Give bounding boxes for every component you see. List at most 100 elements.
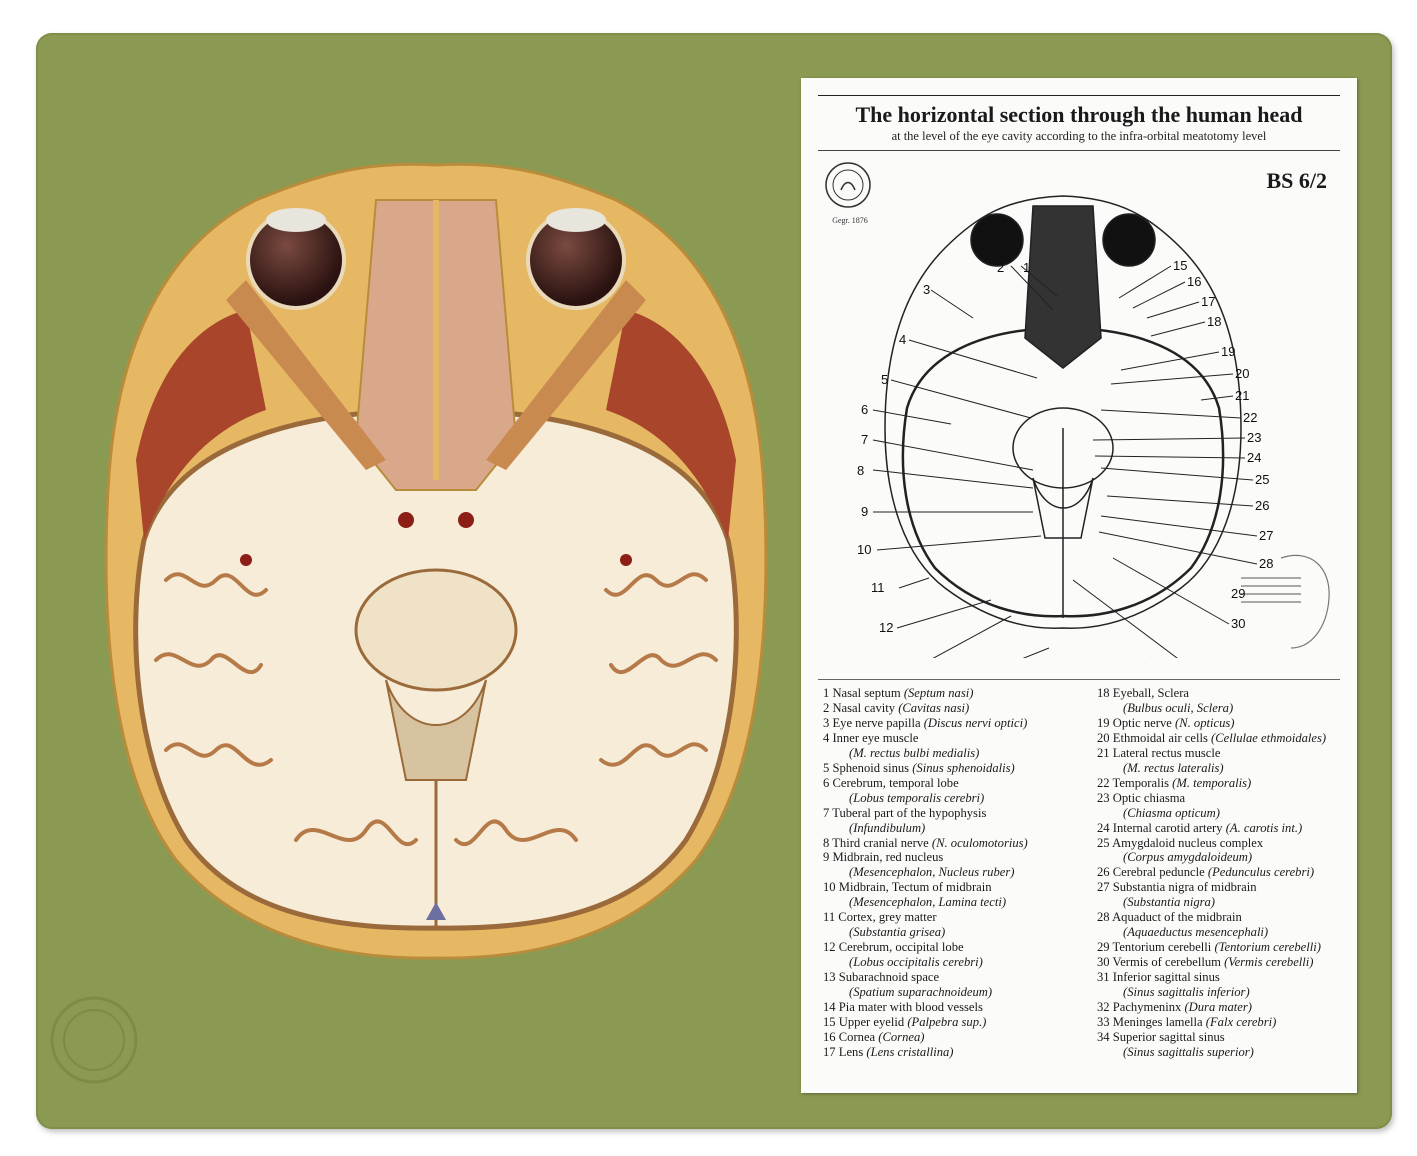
diagram-label: 27: [1259, 528, 1273, 543]
legend-entry: 28 Aquaduct of the midbrain(Aquaeductus …: [1097, 910, 1326, 940]
legend-name: Meninges lamella: [1112, 1014, 1203, 1029]
legend-name: Cerebral peduncle: [1112, 865, 1205, 880]
diagram-label: 7: [861, 432, 868, 447]
diagram-label: 10: [857, 542, 871, 557]
legend-entry: 13 Subarachnoid space(Spatium suparachno…: [823, 970, 1028, 1000]
legend-name: Tuberal part of the hypophysis: [832, 805, 987, 820]
legend-latin: (Lobus temporalis cerebri): [849, 790, 985, 805]
legend-latin: (Lens cristallina): [866, 1044, 954, 1059]
legend-number: 4: [823, 730, 830, 745]
legend-number: 29: [1097, 940, 1110, 955]
board-seal-icon: [50, 996, 138, 1084]
diagram-label: 30: [1231, 616, 1245, 631]
divider: [818, 95, 1340, 96]
legend-entry: 12 Cerebrum, occipital lobe(Lobus occipi…: [823, 940, 1028, 970]
legend-number: 11: [823, 910, 836, 925]
legend-entry: 6 Cerebrum, temporal lobe(Lobus temporal…: [823, 776, 1028, 806]
legend-number: 32: [1097, 1000, 1110, 1015]
legend-latin: (Palpebra sup.): [907, 1014, 987, 1029]
diagram-label: 4: [899, 332, 906, 347]
legend-number: 23: [1097, 790, 1110, 805]
legend-name: Pachymeninx: [1112, 1000, 1182, 1015]
legend-name: Subarachnoid space: [838, 970, 940, 985]
diagram-label: 29: [1231, 586, 1245, 601]
legend-entry: 15 Upper eyelid (Palpebra sup.): [823, 1015, 1028, 1030]
legend-entry: 33 Meninges lamella (Falx cerebri): [1097, 1015, 1326, 1030]
legend-number: 7: [823, 805, 830, 820]
legend-number: 18: [1097, 686, 1110, 700]
legend-number: 12: [823, 940, 836, 955]
legend-name: Sphenoid sinus: [832, 760, 910, 775]
diagram-label: 17: [1201, 294, 1215, 309]
legend-name: Upper eyelid: [838, 1014, 905, 1029]
diagram-label: 15: [1173, 258, 1187, 273]
legend-latin: (Tentorium cerebelli): [1214, 940, 1321, 955]
legend-entry: 24 Internal carotid artery (A. carotis i…: [1097, 821, 1326, 836]
legend-latin: (Mesencephalon, Lamina tecti): [849, 895, 1007, 910]
legend-name: Midbrain, red nucleus: [832, 850, 944, 865]
legend-entry: 3 Eye nerve papilla (Discus nervi optici…: [823, 716, 1028, 731]
legend-number: 1: [823, 686, 830, 700]
legend-name: Cerebrum, occipital lobe: [838, 940, 964, 955]
legend-card: The horizontal section through the human…: [801, 78, 1357, 1093]
legend-number: 26: [1097, 865, 1110, 880]
legend-entry: 10 Midbrain, Tectum of midbrain(Mesencep…: [823, 880, 1028, 910]
legend-name: Cortex, grey matter: [838, 910, 937, 925]
legend-latin: (N. oculomotorius): [931, 835, 1028, 850]
legend-number: 15: [823, 1014, 836, 1029]
legend-name: Third cranial nerve: [832, 835, 929, 850]
legend-entry: 23 Optic chiasma(Chiasma opticum): [1097, 791, 1326, 821]
diagram-label: 19: [1221, 344, 1235, 359]
legend-number: 22: [1097, 775, 1110, 790]
diagram-label: 6: [861, 402, 868, 417]
legend-name: Superior sagittal sinus: [1112, 1029, 1225, 1044]
legend-number: 19: [1097, 715, 1110, 730]
brain-section-model: [104, 162, 768, 960]
legend-name: Eyeball, Sclera: [1112, 686, 1189, 700]
legend-number: 5: [823, 760, 830, 775]
legend-latin: (Sinus sagittalis inferior): [1123, 985, 1250, 1000]
legend-latin: (Substantia grisea): [849, 925, 946, 940]
legend-name: Lens: [838, 1044, 864, 1059]
legend-entry: 27 Substantia nigra of midbrain(Substant…: [1097, 880, 1326, 910]
divider: [818, 150, 1340, 151]
model-code: BS 6/2: [1266, 168, 1327, 193]
legend-name: Ethmoidal air cells: [1112, 730, 1208, 745]
legend-latin: (M. rectus bulbi medialis): [849, 745, 980, 760]
legend-number: 33: [1097, 1014, 1110, 1029]
card-title: The horizontal section through the human…: [855, 102, 1303, 127]
legend-name: Vermis of cerebellum: [1112, 955, 1221, 970]
legend-entry: 31 Inferior sagittal sinus(Sinus sagitta…: [1097, 970, 1326, 1000]
diagram-label: 21: [1235, 388, 1249, 403]
legend-name: Aquaduct of the midbrain: [1112, 910, 1242, 925]
legend-latin: (Dura mater): [1184, 1000, 1252, 1015]
legend-entry: 1 Nasal septum (Septum nasi): [823, 686, 1028, 701]
legend-entry: 5 Sphenoid sinus (Sinus sphenoidalis): [823, 761, 1028, 776]
legend-number: 2: [823, 700, 830, 715]
legend-latin: (Substantia nigra): [1123, 895, 1216, 910]
legend-name: Midbrain, Tectum of midbrain: [838, 880, 992, 895]
diagram-label: 23: [1247, 430, 1261, 445]
legend-entry: 30 Vermis of cerebellum (Vermis cerebell…: [1097, 955, 1326, 970]
diagram-label: 18: [1207, 314, 1221, 329]
legend-number: 24: [1097, 820, 1110, 835]
legend-entry: 18 Eyeball, Sclera(Bulbus oculi, Sclera): [1097, 686, 1326, 716]
legend-latin: (Sinus sphenoidalis): [912, 760, 1015, 775]
card-subtitle: at the level of the eye cavity according…: [891, 129, 1267, 143]
legend-name: Cerebrum, temporal lobe: [832, 775, 959, 790]
legend-entry: 22 Temporalis (M. temporalis): [1097, 776, 1326, 791]
diagram-label: 22: [1243, 410, 1257, 425]
legend-name: Optic nerve: [1112, 715, 1172, 730]
legend-column-right: 18 Eyeball, Sclera(Bulbus oculi, Sclera)…: [1097, 686, 1326, 1060]
legend-entry: 25 Amygdaloid nucleus complex(Corpus amy…: [1097, 836, 1326, 866]
legend-latin: (Cavitas nasi): [898, 700, 970, 715]
legend-entry: 2 Nasal cavity (Cavitas nasi): [823, 701, 1028, 716]
diagram-label: 8: [857, 463, 864, 478]
legend-number: 20: [1097, 730, 1110, 745]
diagram-label: 25: [1255, 472, 1269, 487]
legend-number: 25: [1097, 835, 1110, 850]
legend-latin: (Sinus sagittalis superior): [1123, 1044, 1254, 1059]
legend-entry: 32 Pachymeninx (Dura mater): [1097, 1000, 1326, 1015]
diagram-label: 28: [1259, 556, 1273, 571]
diagram-label: 12: [879, 620, 893, 635]
